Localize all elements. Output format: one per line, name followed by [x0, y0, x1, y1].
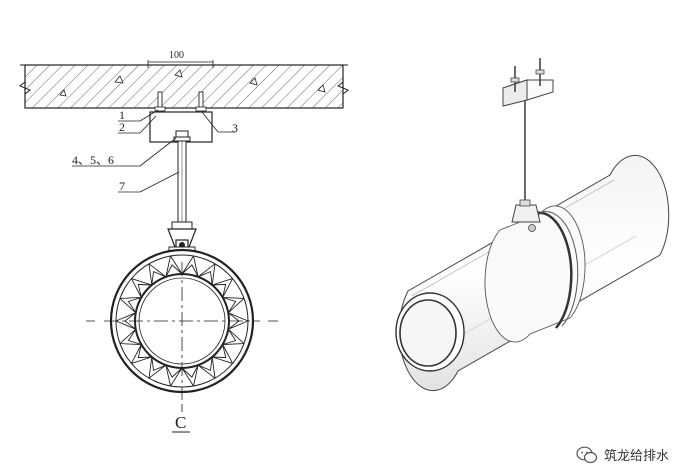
part-label-3: 3 — [232, 121, 238, 135]
dimension-100: 100 — [147, 50, 214, 68]
threaded-rod — [177, 140, 187, 229]
pipe-section — [86, 248, 278, 412]
wechat-icon — [576, 446, 598, 463]
leader-lines — [72, 109, 236, 193]
part-label-2: 2 — [119, 120, 125, 134]
watermark-text: 筑龙给排水 — [603, 449, 669, 464]
section-label: C — [175, 413, 186, 432]
part-label-7: 7 — [119, 179, 125, 193]
rod-nut — [173, 130, 191, 142]
part-label-1: 1 — [119, 108, 125, 122]
part-label-4-5-6: 4、5、6 — [72, 153, 114, 167]
dimension-label: 100 — [169, 50, 184, 61]
section-drawing: 100 — [19, 50, 349, 433]
isometric-view — [395, 58, 670, 392]
clamp-hanger — [167, 221, 197, 254]
watermark: 筑龙给排水 — [576, 445, 669, 464]
concrete-slab — [19, 64, 349, 109]
